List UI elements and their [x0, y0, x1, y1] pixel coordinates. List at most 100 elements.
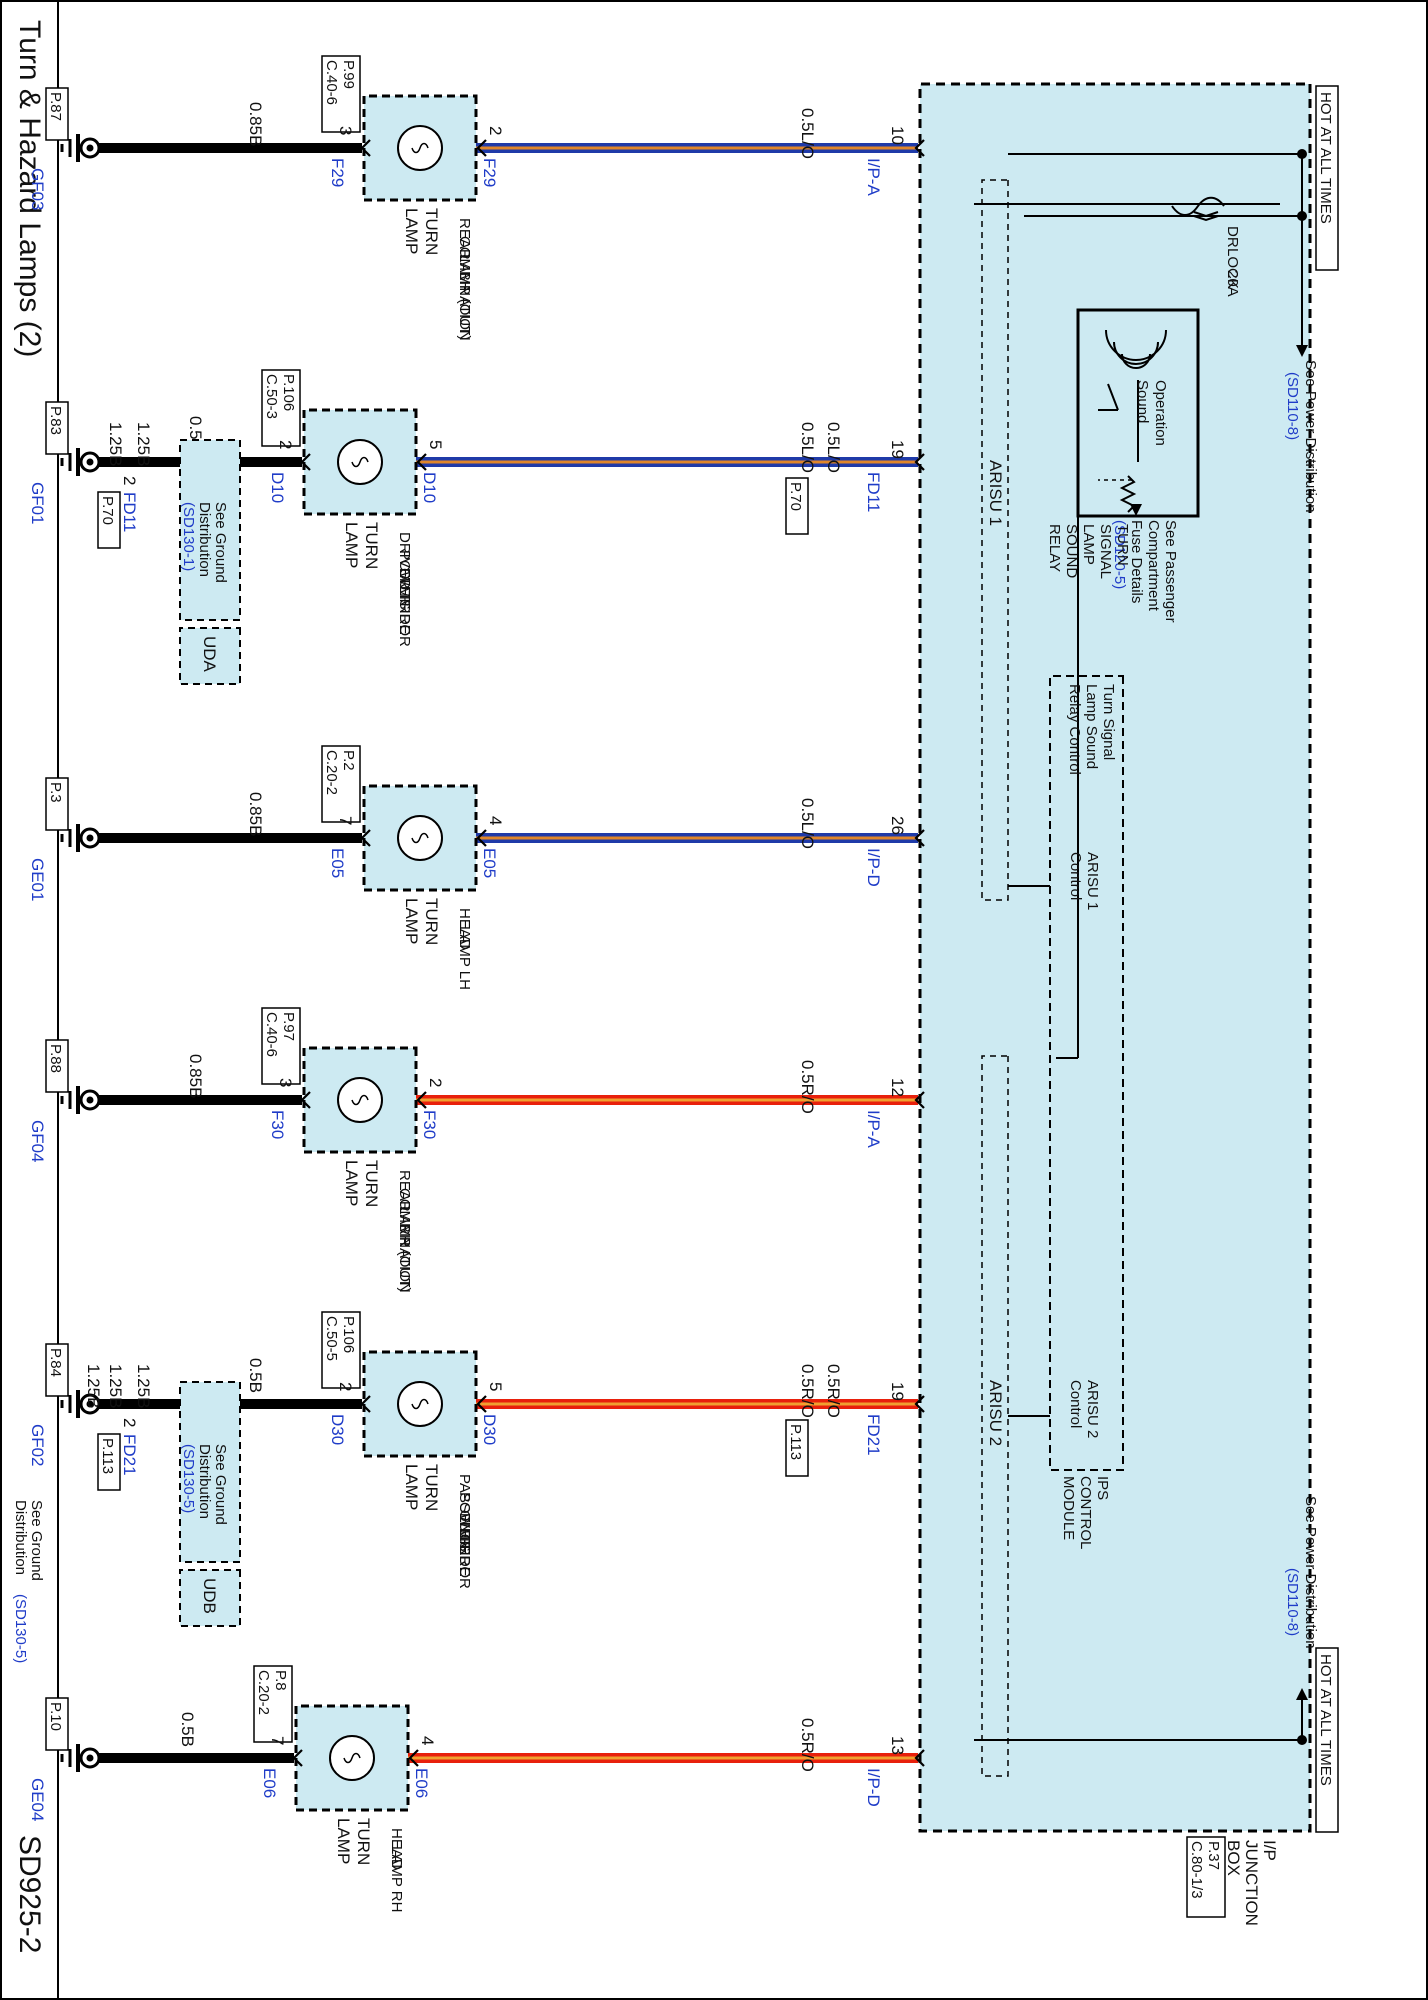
- ips-relay-1: Turn Signal: [1100, 684, 1117, 760]
- branch-4-ud-label: UDB: [200, 1578, 219, 1614]
- branch-3-name-3: RH: [396, 1224, 413, 1246]
- branch-3-connector: I/P-A: [864, 1110, 883, 1148]
- branch-1-connector: FD11: [864, 472, 883, 512]
- branch-0-junction-chevron-icon: [914, 139, 925, 157]
- branch-3-ground-wire-label: 0.85B: [186, 1054, 205, 1098]
- branch-1-splice-wire: 1.25B: [134, 422, 153, 466]
- branch-3-ground-icon: [86, 1096, 94, 1104]
- branch-4-wire-label: 0.5R/O: [798, 1364, 817, 1418]
- branch-0-ground-icon: [86, 144, 94, 152]
- branch-4-lamp-out-conn: D30: [328, 1414, 347, 1445]
- branch-3-lamp-in-pin: 2: [426, 1078, 445, 1087]
- relay-label-3: LAMP: [1080, 524, 1097, 565]
- branch-2-wire-label: 0.5L/O: [798, 798, 817, 849]
- branch-0-lamp-in-pin: 2: [486, 126, 505, 135]
- fuse-element-icon: [1171, 196, 1225, 216]
- branch-4-ground-wire2: 1.25B: [106, 1364, 125, 1408]
- branch-0-lamp-out-pin: 3: [336, 126, 355, 135]
- branch-4-lamp-in-conn: D30: [480, 1414, 499, 1445]
- ips-module-2: CONTROL: [1077, 1476, 1094, 1549]
- branch-2-lamp-in-pin: 4: [486, 816, 505, 825]
- branch-4-ref-box-2: C.50-5: [323, 1316, 340, 1361]
- branch-5-ground-wire-label: 0.5B: [178, 1712, 197, 1747]
- see-power-1: See Power Distribution: [1302, 360, 1319, 513]
- branch-0-name-2: LAMP (OUT): [456, 254, 473, 340]
- branch-5-pin: 13: [888, 1736, 907, 1755]
- branch-1-lamp-label-2: LAMP: [342, 522, 361, 568]
- branch-1-lamp-out-pin: 2: [276, 440, 295, 449]
- branch-4-lamp-in-chevron-icon: [476, 1395, 487, 1413]
- branch-3-wire-label: 0.5R/O: [798, 1060, 817, 1114]
- branch-1-splice-pin: 2: [120, 476, 139, 485]
- ips-module: [1049, 675, 1124, 1471]
- ips-relay-2: Lamp Sound: [1083, 684, 1100, 769]
- see-power-2: See Power Distribution: [1302, 1496, 1319, 1649]
- branch-4-ref-box: [321, 1311, 361, 1389]
- branch-1-splice-conn: FD11: [120, 492, 139, 532]
- branch-3-lamp-label-2: LAMP: [342, 1160, 361, 1206]
- branch-1-ground-wire2: 1.25B: [106, 422, 125, 466]
- branch-1-name-2: OUTSIDE: [396, 568, 413, 635]
- branch-3-ground-page-text: P.88: [47, 1044, 64, 1073]
- branch-5-ground-name: GE04: [28, 1778, 47, 1821]
- branch-2-lamp-in-chevron-icon: [476, 829, 487, 847]
- see-power-1-ref: (SD110-8): [1284, 372, 1301, 440]
- branch-1-see-ground-1: See Ground: [212, 502, 229, 583]
- branch-0-lamp-label-2: LAMP: [402, 208, 421, 254]
- branch-0-ground-wire-label: 0.85B: [246, 102, 265, 146]
- branch-4-see-ground-2: Distribution: [196, 1444, 213, 1519]
- hot-label-1: HOT AT ALL TIMES: [1317, 92, 1334, 224]
- branch-4-name-2: OUTSIDE: [456, 1510, 473, 1577]
- branch-0-ref-box: [321, 55, 361, 133]
- branch-3-pin: 12: [888, 1078, 907, 1097]
- branch-4-conn-page-text: P.113: [787, 1424, 804, 1460]
- branch-3-name-2: LAMP (OUT): [396, 1206, 413, 1292]
- branch-1-ref-box: [261, 369, 301, 447]
- branch-2-lamp-filament-icon: [411, 832, 429, 844]
- branch-3-name-0: REAR: [396, 1170, 413, 1212]
- branch-3-ground-name: GF04: [28, 1120, 47, 1163]
- branch-1-lamp-in-chevron-icon: [416, 453, 427, 471]
- branch-0-lamp-in-conn: F29: [480, 158, 499, 187]
- branch-1-wire-label: 0.5L/O: [798, 422, 817, 473]
- branch-1-ud-box: [179, 439, 241, 621]
- passenger-fuse-3: Fuse Details: [1128, 520, 1145, 603]
- branch-2-ground-icon: [86, 834, 94, 842]
- branch-5-name-0: HEAD: [388, 1828, 405, 1870]
- branch-3-lamp-in-conn: F30: [420, 1110, 439, 1139]
- arisu2-bus: [981, 1055, 1009, 1777]
- ips-arisu2-2: Control: [1067, 1380, 1084, 1428]
- branch-0-ref-box-2: C.40-6: [323, 60, 340, 105]
- branch-4-see-ground-1: See Ground: [212, 1444, 229, 1525]
- branch-1-ground-page: [45, 401, 69, 455]
- hot-tag-1: [1315, 85, 1339, 271]
- junction-box-ref-2: C.80-1/3: [1188, 1841, 1205, 1899]
- branch-4-ref-box-1: P.106: [340, 1316, 357, 1353]
- branch-0-ground-name: GF03: [28, 168, 47, 211]
- branch-0-ground-page-text: P.87: [47, 92, 64, 121]
- branch-2-lamp-label-1: TURN: [422, 898, 441, 945]
- branch-5-lamp-label-2: LAMP: [334, 1818, 353, 1864]
- branch-2-lamp-out-pin: 7: [336, 816, 355, 825]
- branch-4-ground-wire3: 1.25B: [84, 1364, 103, 1408]
- branch-3-ground-page: [45, 1039, 69, 1093]
- branch-2-junction-chevron-icon: [914, 829, 925, 847]
- branch-2-name-0: HEAD: [456, 908, 473, 950]
- branch-0-ground-page: [45, 87, 69, 141]
- page-code: SD925-2: [13, 1835, 46, 1953]
- sound-relay-box: [1076, 308, 1200, 518]
- branch-1-ground-page-text: P.83: [47, 406, 64, 435]
- branch-3-name-1: COMBINATION: [396, 1188, 413, 1293]
- junction-box-name-2: JUNCTION: [1242, 1840, 1261, 1926]
- ips-arisu1-2: Control: [1067, 852, 1084, 900]
- branch-1-splice-page: [97, 491, 121, 549]
- branch-4-lamp-in-pin: 5: [486, 1382, 505, 1391]
- passenger-fuse-ref: (SD120-5): [1111, 520, 1128, 589]
- branch-1-name-3: MIRROR: [396, 586, 413, 647]
- branch-0-connector: I/P-A: [864, 158, 883, 196]
- ips-module-3: MODULE: [1060, 1476, 1077, 1540]
- branch-5-name-1: LAMP RH: [388, 1846, 405, 1912]
- fuse-label-3: 20A: [1224, 270, 1241, 297]
